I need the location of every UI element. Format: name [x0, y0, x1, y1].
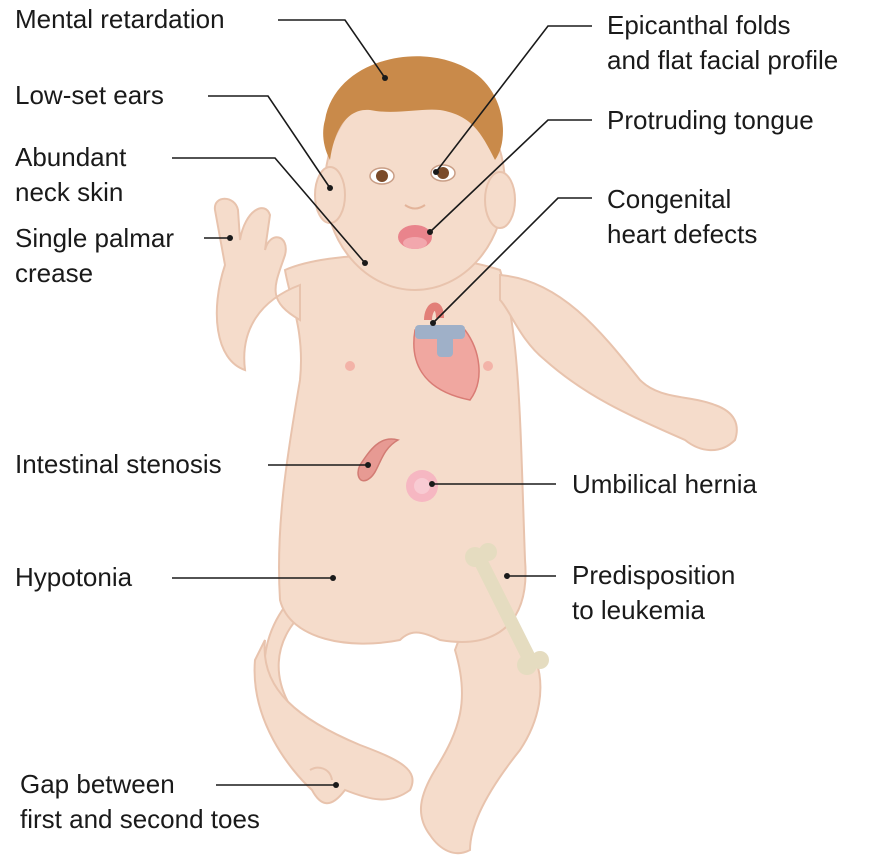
label-gap-toes-line1: Gap between	[20, 767, 260, 802]
line-low-set-ears	[208, 96, 330, 188]
label-gap-toes: Gap between first and second toes	[20, 767, 260, 837]
label-single-palmar-crease: Single palmar crease	[15, 221, 174, 291]
left-ear	[315, 167, 345, 223]
right-ear	[485, 172, 515, 228]
right-arm	[500, 275, 737, 450]
label-leukemia-line2: to leukemia	[572, 593, 735, 628]
label-epicanthal-folds-line2: and flat facial profile	[607, 43, 838, 78]
label-abundant-neck-skin-line1: Abundant	[15, 140, 126, 175]
label-abundant-neck-skin: Abundant neck skin	[15, 140, 126, 210]
label-umbilical-hernia: Umbilical hernia	[572, 467, 757, 502]
label-leukemia: Predisposition to leukemia	[572, 558, 735, 628]
label-abundant-neck-skin-line2: neck skin	[15, 175, 126, 210]
label-congenital-heart-line2: heart defects	[607, 217, 757, 252]
label-single-palmar-crease-line2: crease	[15, 256, 174, 291]
label-intestinal-stenosis: Intestinal stenosis	[15, 447, 222, 482]
label-congenital-heart: Congenital heart defects	[607, 182, 757, 252]
label-gap-toes-line2: first and second toes	[20, 802, 260, 837]
label-protruding-tongue: Protruding tongue	[607, 103, 814, 138]
label-congenital-heart-line1: Congenital	[607, 182, 757, 217]
label-epicanthal-folds: Epicanthal folds and flat facial profile	[607, 8, 838, 78]
label-mental-retardation: Mental retardation	[15, 2, 225, 37]
label-hypotonia: Hypotonia	[15, 560, 132, 595]
label-epicanthal-folds-line1: Epicanthal folds	[607, 8, 838, 43]
label-leukemia-line1: Predisposition	[572, 558, 735, 593]
label-low-set-ears: Low-set ears	[15, 78, 164, 113]
label-single-palmar-crease-line1: Single palmar	[15, 221, 174, 256]
